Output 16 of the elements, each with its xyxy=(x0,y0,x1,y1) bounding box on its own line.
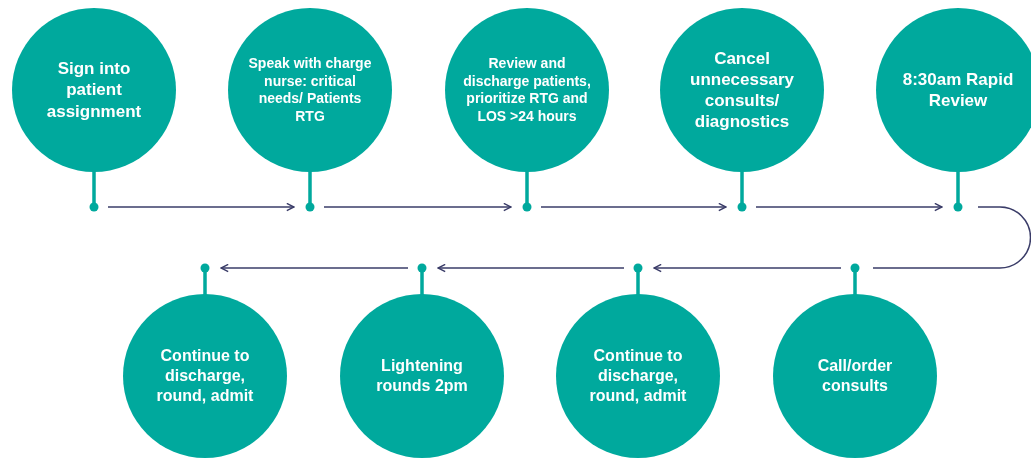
arrow xyxy=(755,202,943,212)
step-text: Lightening rounds 2pm xyxy=(375,356,469,396)
arrow xyxy=(437,263,625,273)
arrow xyxy=(653,263,842,273)
step-text: Call/order consults xyxy=(816,356,894,396)
arrow xyxy=(323,202,512,212)
step-text: Continue to discharge, round, admit xyxy=(588,346,688,406)
step-text: Continue to discharge, round, admit xyxy=(155,346,255,406)
step-text: Sign into patient assignment xyxy=(45,58,143,122)
step-text: 8:30am Rapid Review xyxy=(901,68,1015,112)
step-text: Speak with charge nurse: critical needs/ Patients RTG xyxy=(247,55,373,125)
arrow xyxy=(220,263,409,273)
arrow xyxy=(540,202,727,212)
step-text: Review and discharge patients, prioritize RTG and LOS >24 hours xyxy=(462,55,592,125)
step-text: Cancel unnecessary consults/ diagnostics xyxy=(689,47,795,133)
arrow xyxy=(107,202,295,212)
